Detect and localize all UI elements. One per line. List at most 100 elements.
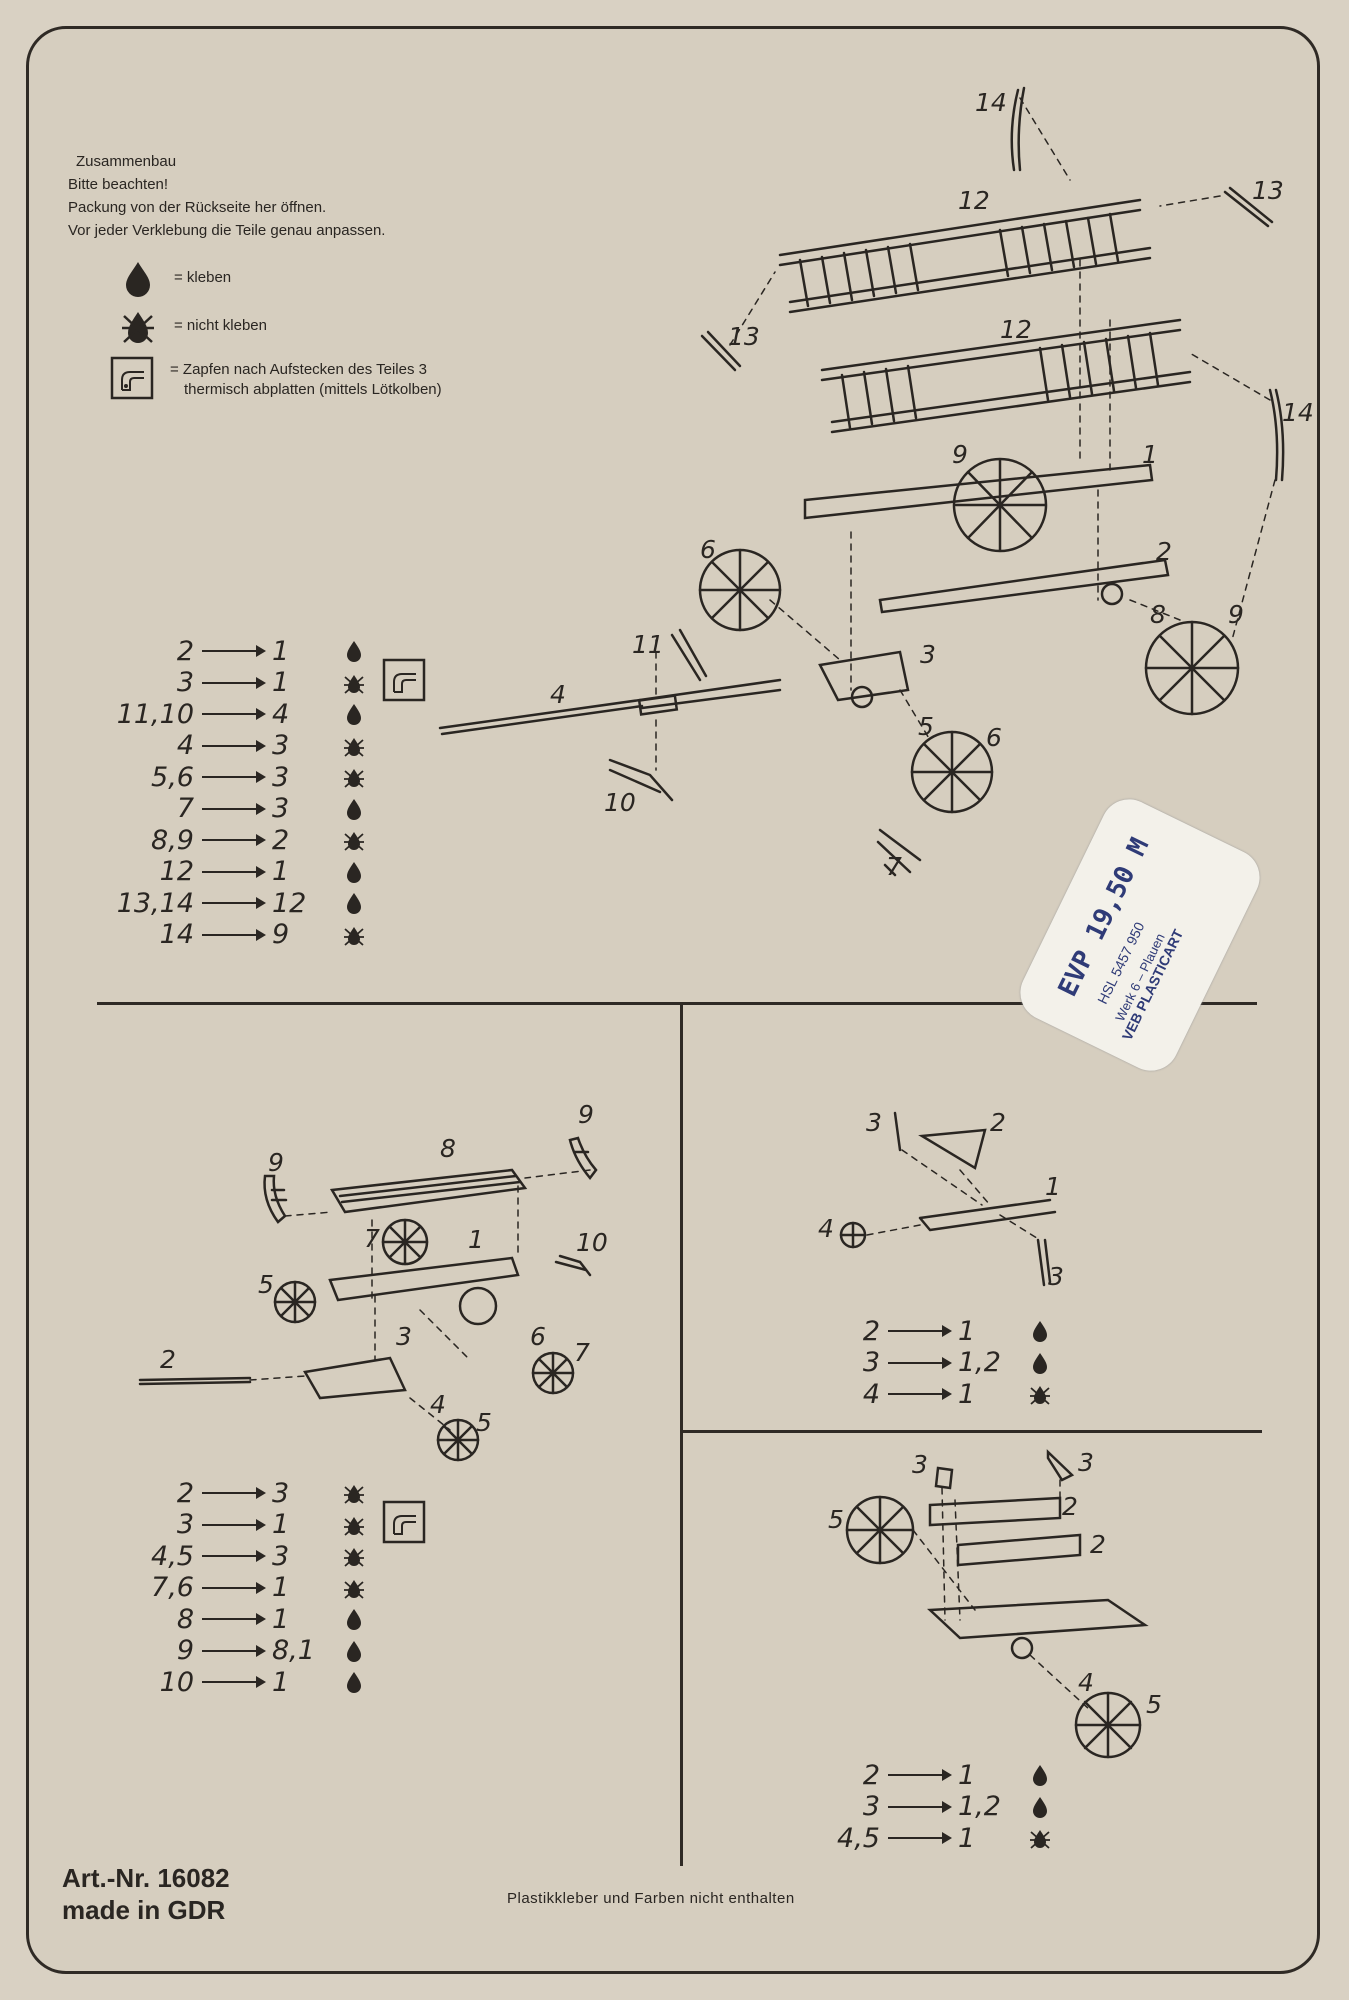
legend-heat: = Zapfen nach Aufstecken des Teiles 3 th… <box>110 356 442 400</box>
no-glue-icon <box>344 769 364 788</box>
article-number: Art.-Nr. 16082 <box>62 1863 230 1893</box>
glue-drop-icon <box>347 893 361 914</box>
rod-14-right <box>1268 388 1285 482</box>
step-to-part: 1 <box>272 1509 290 1540</box>
article-info: Art.-Nr. 16082 made in GDR <box>62 1862 230 1926</box>
step-from-part: 12 <box>159 856 194 887</box>
step-from-part: 8 <box>176 1603 194 1635</box>
bl-front-axle-3 <box>303 1356 407 1400</box>
glue-drop-icon <box>1033 1321 1047 1342</box>
part-label: 5 <box>828 1505 844 1534</box>
assembly-step: 10 1 <box>104 1666 366 1698</box>
arrow-right-icon <box>202 708 266 720</box>
made-in: made in GDR <box>62 1895 226 1925</box>
part-label: 3 <box>1048 1262 1064 1291</box>
step-from-part: 5,6 <box>151 761 194 793</box>
step-from-part: 3 <box>862 1791 880 1822</box>
bl-side-9-left <box>263 1174 288 1224</box>
soldering-iron-icon <box>110 356 154 400</box>
part-label: 5 <box>258 1270 274 1299</box>
glue-drop-icon <box>347 798 361 820</box>
arrow-right-icon <box>202 1550 266 1562</box>
step-to-part: 1 <box>272 1666 290 1698</box>
arrow-right-icon <box>202 1581 266 1594</box>
part-label: 13 <box>728 322 760 351</box>
step-to-part: 8,1 <box>272 1635 315 1666</box>
legend-heat-label-1: = Zapfen nach Aufstecken des Teiles 3 <box>170 361 427 378</box>
soldering-iron-icon <box>382 1500 426 1544</box>
arrow-right-icon <box>202 1676 266 1688</box>
part-label: 5 <box>918 712 934 741</box>
part-label: 12 <box>1000 315 1032 344</box>
step-to-part: 1 <box>272 1603 290 1635</box>
glue-drop-icon <box>347 1609 361 1630</box>
part-label: 6 <box>530 1322 546 1351</box>
arrow-right-icon <box>202 771 266 783</box>
arrow-right-icon <box>202 865 266 878</box>
part-label: 3 <box>912 1450 928 1479</box>
arrow-right-icon <box>202 834 266 846</box>
br-part-3-left <box>934 1466 954 1490</box>
part-label: 1 <box>468 1225 484 1254</box>
step-to-part: 1,2 <box>958 1347 1001 1378</box>
arrow-right-icon <box>202 1644 266 1657</box>
step-to-part: 9 <box>272 919 290 950</box>
glue-drop-icon <box>347 641 361 662</box>
step-from-part: 11,10 <box>116 698 194 730</box>
legend-glue: = kleben <box>118 258 231 298</box>
arrow-right-icon <box>888 1769 952 1781</box>
arrow-right-icon <box>202 897 266 909</box>
no-glue-icon <box>1030 1386 1050 1405</box>
arrow-right-icon <box>202 676 266 689</box>
step-to-part: 1 <box>958 1759 976 1791</box>
footer-note: Plastikkleber und Farben nicht enthalten <box>507 1890 795 1907</box>
part-label: 9 <box>1228 600 1244 629</box>
step-to-part: 1,2 <box>958 1791 1001 1822</box>
legend-heat-label-2: thermisch abplatten (mittels Lötkolben) <box>184 381 442 398</box>
part-label: 3 <box>866 1108 882 1137</box>
no-glue-icon <box>344 1548 364 1567</box>
legend-glue-label: = kleben <box>174 269 232 286</box>
arrow-right-icon <box>888 1388 952 1400</box>
arrow-right-icon <box>202 1613 266 1625</box>
step-to-part: 3 <box>272 730 290 761</box>
frame-part-1 <box>803 463 1154 520</box>
no-glue-icon <box>344 1485 364 1504</box>
part-label: 2 <box>1156 537 1172 566</box>
no-glue-icon <box>344 737 364 757</box>
step-from-part: 9 <box>176 1635 194 1666</box>
part-label: 2 <box>990 1108 1006 1137</box>
br-frame-1 <box>927 1598 1149 1640</box>
strut-13-right <box>1223 186 1274 228</box>
arrow-right-icon <box>202 928 266 941</box>
part-label: 2 <box>160 1345 176 1374</box>
part-label: 3 <box>1078 1448 1094 1477</box>
step-from-part: 10 <box>159 1666 194 1698</box>
step-from-part: 4 <box>862 1378 880 1410</box>
glue-drop-icon <box>1033 1765 1047 1786</box>
step-to-part: 1 <box>958 1822 976 1854</box>
bl-deck-8 <box>329 1168 528 1214</box>
strut-13-left <box>700 330 742 372</box>
arrow-right-icon <box>888 1356 952 1369</box>
step-from-part: 2 <box>862 1759 880 1791</box>
step-from-part: 3 <box>176 667 194 698</box>
step-from-part: 2 <box>862 1315 880 1347</box>
step-from-part: 2 <box>176 1477 194 1509</box>
divider-vertical <box>680 1004 683 1866</box>
step-from-part: 4,5 <box>151 1540 194 1572</box>
legend-note-2: Packung von der Rückseite her öffnen. <box>68 199 327 216</box>
part-label: 9 <box>578 1100 594 1129</box>
part-label: 4 <box>550 680 566 709</box>
